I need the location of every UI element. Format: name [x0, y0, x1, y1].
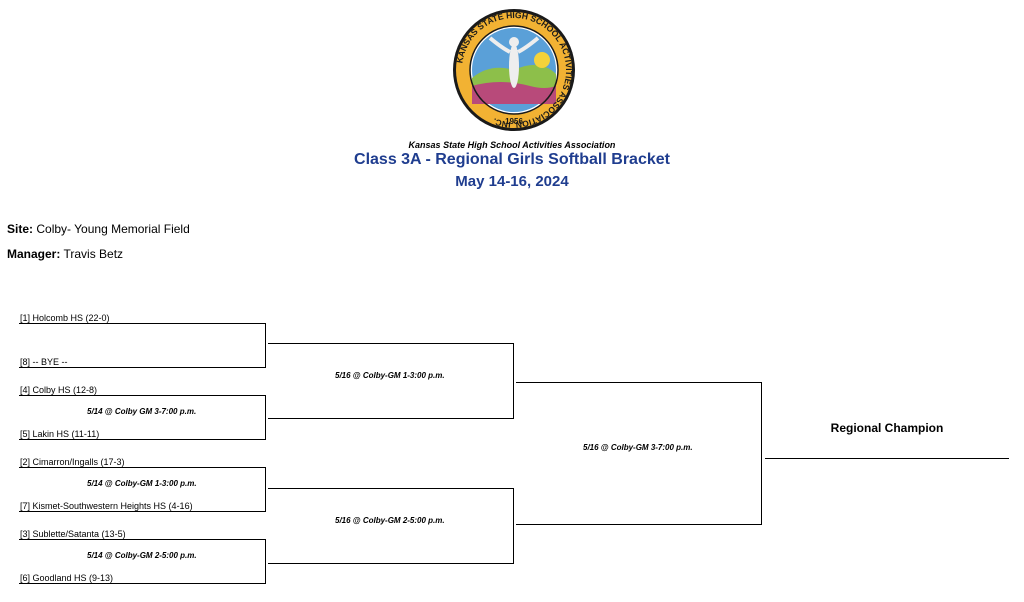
page-title: Class 3A - Regional Girls Softball Brack…: [354, 151, 670, 168]
site-label: Site:: [7, 222, 34, 236]
game-label-semi-2: 5/16 @ Colby-GM 2-5:00 p.m.: [335, 516, 445, 525]
game-label-r1-3: 5/14 @ Colby-GM 1-3:00 p.m.: [87, 479, 197, 488]
regional-champion-label: Regional Champion: [830, 421, 944, 435]
game-label-r1-2: 5/14 @ Colby GM 3-7:00 p.m.: [87, 407, 197, 416]
semi-line-2: [268, 488, 514, 564]
game-label-final: 5/16 @ Colby-GM 3-7:00 p.m.: [583, 443, 693, 452]
site-value: Colby- Young Memorial Field: [36, 222, 190, 236]
semi-line-1: [268, 343, 514, 419]
team-slot-5: [5] Lakin HS (11-11): [20, 429, 100, 439]
manager-label: Manager:: [7, 247, 61, 261]
team-slot-8: [8] -- BYE --: [20, 357, 68, 367]
team-slot-1: [1] Holcomb HS (22-0): [20, 313, 110, 323]
match-line-1: [19, 323, 266, 368]
match-line-4: [19, 539, 266, 584]
team-slot-4: [4] Colby HS (12-8): [20, 385, 98, 395]
team-slot-6: [6] Goodland HS (9-13): [20, 573, 114, 583]
game-label-semi-1: 5/16 @ Colby-GM 1-3:00 p.m.: [335, 371, 445, 380]
team-slot-2: [2] Cimarron/Ingalls (17-3): [20, 457, 125, 467]
team-slot-7: [7] Kismet-Southwestern Heights HS (4-16…: [20, 501, 193, 511]
match-line-2: [19, 395, 266, 440]
site-line: Site: Colby- Young Memorial Field: [7, 222, 190, 236]
manager-value: Travis Betz: [63, 247, 124, 261]
logo-year: 1956: [505, 117, 523, 126]
match-line-3: [19, 467, 266, 512]
khsaa-logo: KANSAS STATE HIGH SCHOOL ACTIVITIES ASSO…: [453, 9, 575, 131]
tournament-dates: May 14-16, 2024: [455, 173, 569, 190]
org-name: Kansas State High School Activities Asso…: [408, 140, 616, 150]
team-slot-3: [3] Sublette/Satanta (13-5): [20, 529, 126, 539]
final-line: [516, 382, 762, 525]
game-label-r1-4: 5/14 @ Colby-GM 2-5:00 p.m.: [87, 551, 197, 560]
manager-line: Manager: Travis Betz: [7, 247, 123, 261]
